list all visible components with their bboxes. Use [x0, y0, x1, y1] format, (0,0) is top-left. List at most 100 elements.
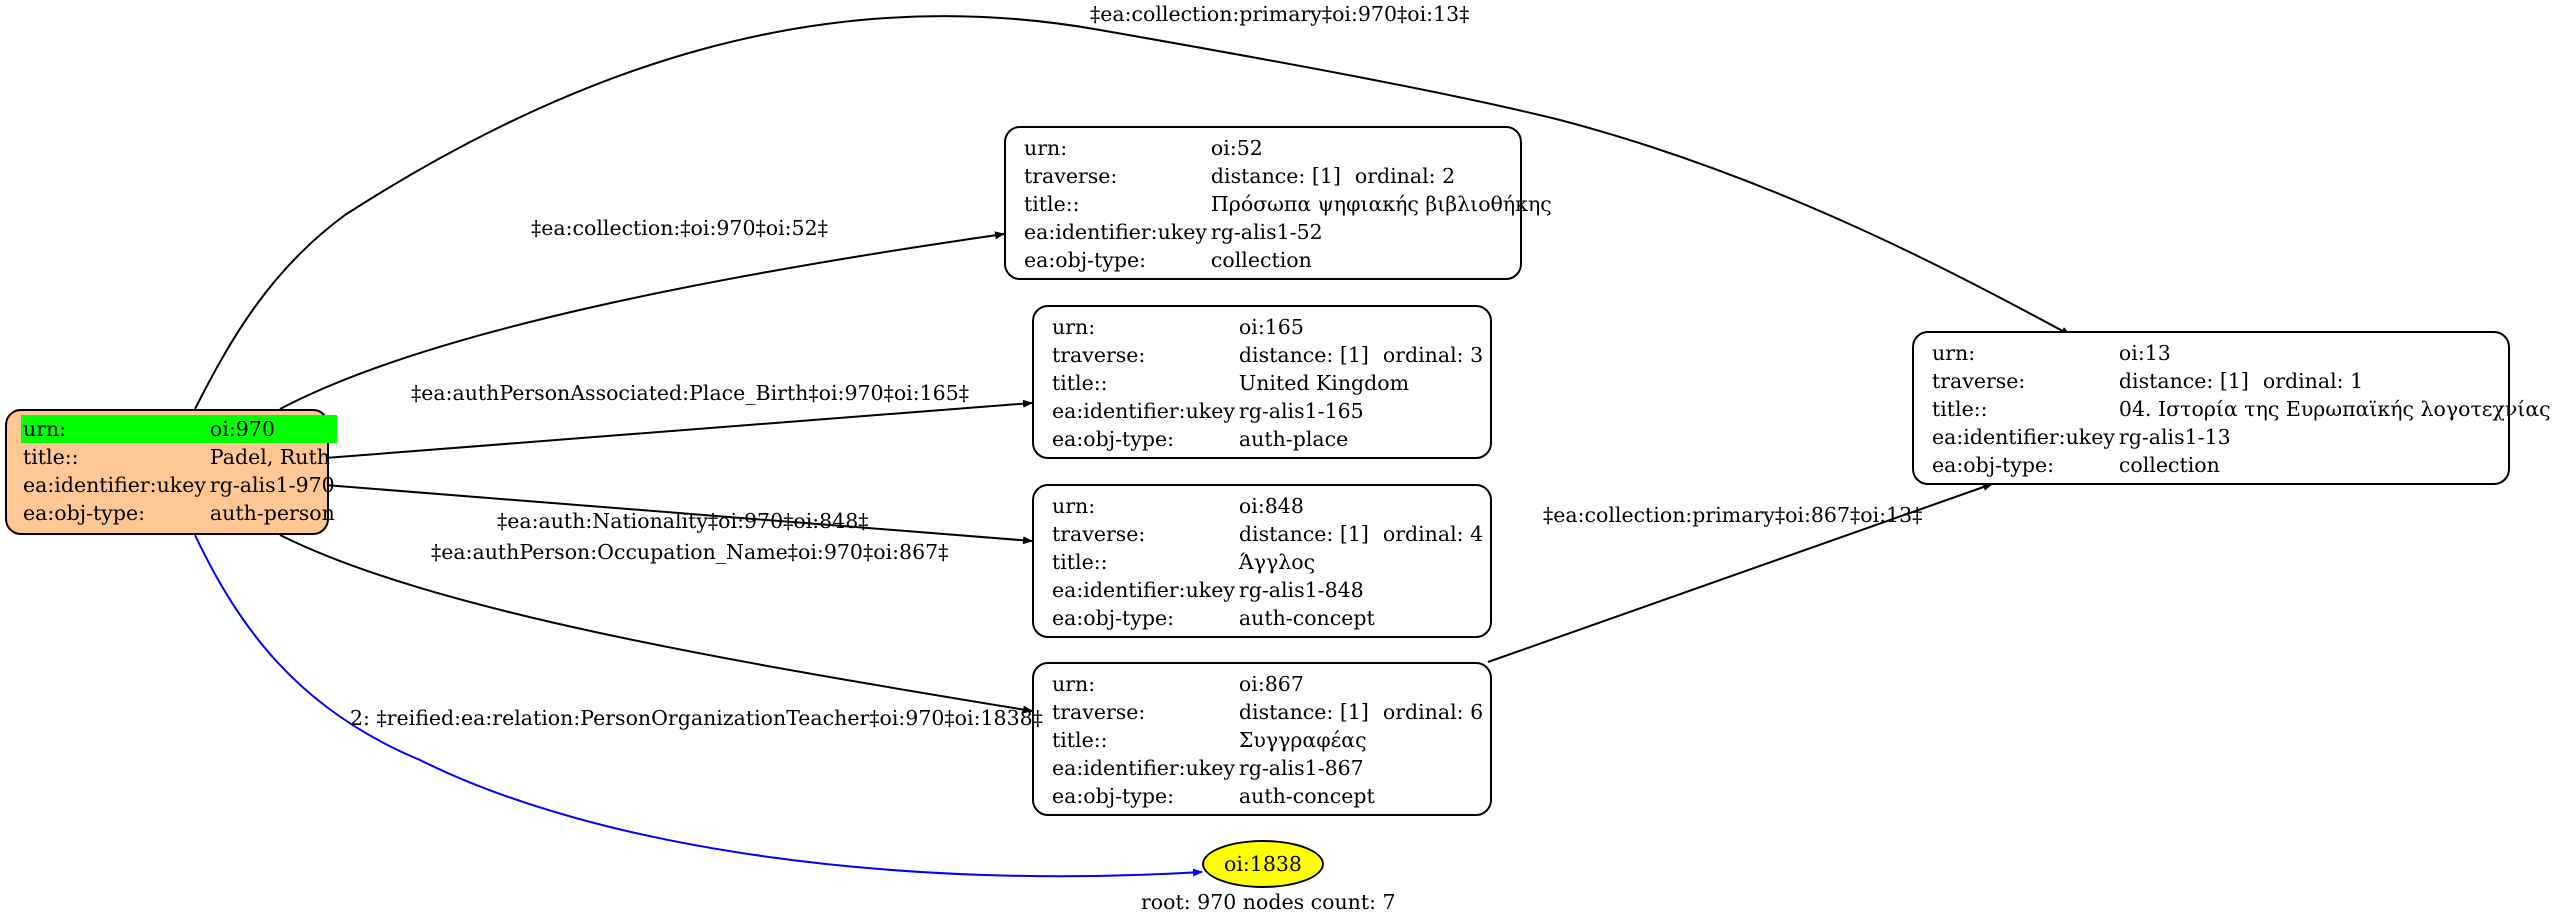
edge-root-to-oi-165: [324, 399, 1033, 459]
node-oi-867-table: urn: oi:867 traverse: distance: [1] ordinal…: [1050, 670, 1485, 810]
node-row-title: title:: Padel, Ruth: [21, 443, 337, 471]
node-value-title: Άγγλος: [1238, 550, 1316, 574]
node-row-urn: urn: oi:165: [1050, 313, 1485, 341]
node-key-traverse: traverse:: [1932, 369, 2026, 393]
node-oi-165[interactable]: urn: oi:165 traverse: distance: [1] ordinal…: [1032, 305, 1492, 459]
node-value-type: auth-concept: [1238, 784, 1375, 808]
node-key-ukey: ea:identifier:ukey: [1024, 220, 1207, 244]
graph-summary: root: 970 nodes count: 7: [1141, 890, 1396, 914]
node-distance: distance: [1]: [1238, 522, 1369, 546]
node-value-traverse: distance: [1] ordinal: 4: [1237, 520, 1485, 548]
node-key-traverse: traverse:: [1052, 522, 1146, 546]
node-key-traverse: traverse:: [1052, 343, 1146, 367]
node-distance: distance: [1]: [2118, 369, 2249, 393]
node-row-type: ea:obj-type: auth-person: [21, 499, 337, 527]
node-value-title: Συγγραφέας: [1238, 728, 1367, 752]
node-key-traverse: traverse:: [1052, 700, 1146, 724]
node-value-type: collection: [2118, 453, 2220, 477]
node-row-urn: urn: oi:867: [1050, 670, 1485, 698]
edge-label-collection-primary-867-13: ‡ea:collection:primary‡oi:867‡oi:13‡: [1543, 503, 1923, 527]
node-value-urn: oi:867: [1238, 672, 1304, 696]
node-key-urn: urn:: [1052, 672, 1096, 696]
node-value-ukey: rg-alis1-848: [1238, 578, 1364, 602]
node-oi-848-table: urn: oi:848 traverse: distance: [1] ordinal…: [1050, 492, 1485, 632]
node-key-title: title::: [23, 445, 79, 469]
node-row-title: title::04. Ιστορία της Ευρωπαϊκής λογοτε…: [1930, 395, 2553, 423]
node-oi-1838[interactable]: oi:1838: [1202, 840, 1324, 888]
node-row-type: ea:obj-type:auth-place: [1050, 425, 1485, 453]
edge-label-place-birth-165: ‡ea:authPersonAssociated:Place_Birth‡oi:…: [411, 381, 970, 405]
node-row-traverse: traverse: distance: [1] ordinal: 6: [1050, 698, 1485, 726]
node-value-title: Πρόσωπα ψηφιακής βιβλιοθήκης: [1210, 192, 1552, 216]
node-key-title: title::: [1052, 550, 1108, 574]
node-value-urn: oi:970: [207, 415, 337, 443]
node-key-title: title::: [1052, 371, 1108, 395]
node-key-ukey: ea:identifier:ukey: [1052, 756, 1235, 780]
node-value-traverse: distance: [1] ordinal: 3: [1237, 341, 1485, 369]
node-key-type: ea:obj-type:: [1052, 606, 1174, 630]
node-root-oi-970[interactable]: urn: oi:970 title:: Padel, Ruth ea:ident…: [5, 409, 337, 535]
node-key-ukey: ea:identifier:ukey: [1932, 425, 2115, 449]
edge-label-collection-52: ‡ea:collection:‡oi:970‡oi:52‡: [531, 216, 828, 240]
node-row-type: ea:obj-type: collection: [1022, 246, 1554, 274]
node-value-title: 04. Ιστορία της Ευρωπαϊκής λογοτεχνίας: [2118, 397, 2551, 421]
node-row-type: ea:obj-type:collection: [1930, 451, 2553, 479]
node-key-type: ea:obj-type:: [1024, 248, 1146, 272]
node-key-ukey: ea:identifier:ukey: [1052, 399, 1235, 423]
node-value-urn: oi:13: [2118, 341, 2171, 365]
node-ordinal: ordinal: 1: [2262, 369, 2364, 393]
node-key-ukey: ea:identifier:ukey: [23, 473, 206, 497]
node-oi-13[interactable]: urn: oi:13 traverse: distance: [1] ordinal:…: [1912, 331, 2551, 485]
node-key-type: ea:obj-type:: [23, 501, 145, 525]
node-row-urn: urn: oi:13: [1930, 339, 2553, 367]
node-key-ukey: ea:identifier:ukey: [1052, 578, 1235, 602]
node-value-ukey: rg-alis1-970: [209, 473, 335, 497]
edge-label-reified-teacher-1838: 2: ‡reified:ea:relation:PersonOrganizati…: [350, 706, 1043, 730]
node-value-traverse: distance: [1] ordinal: 6: [1237, 698, 1485, 726]
node-oi-848[interactable]: urn: oi:848 traverse: distance: [1] ordinal…: [1032, 484, 1492, 638]
edge-root-to-oi-867: [279, 534, 1033, 714]
node-row-traverse: traverse: distance: [1] ordinal: 3: [1050, 341, 1485, 369]
node-ordinal: ordinal: 3: [1382, 343, 1484, 367]
node-distance: distance: [1]: [1238, 700, 1369, 724]
node-key-type: ea:obj-type:: [1052, 427, 1174, 451]
node-value-type: auth-concept: [1238, 606, 1375, 630]
node-row-title: title::Άγγλος: [1050, 548, 1485, 576]
node-value-urn: oi:848: [1238, 494, 1304, 518]
node-value-ukey: rg-alis1-13: [2118, 425, 2231, 449]
node-key-title: title::: [1932, 397, 1988, 421]
node-oi-867[interactable]: urn: oi:867 traverse: distance: [1] ordinal…: [1032, 662, 1492, 816]
node-row-urn: urn: oi:970: [21, 415, 337, 443]
edge-root-to-oi-1838: [194, 534, 1203, 878]
edge-label-collection-primary-13: ‡ea:collection:primary‡oi:970‡oi:13‡: [1090, 2, 1470, 26]
edge-root-to-oi-52: [279, 231, 1005, 410]
node-key-urn: urn:: [1052, 494, 1096, 518]
node-key-urn: urn:: [21, 415, 208, 443]
node-key-type: ea:obj-type:: [1052, 784, 1174, 808]
node-row-traverse: traverse: distance: [1] ordinal: 4: [1050, 520, 1485, 548]
node-key-title: title::: [1052, 728, 1108, 752]
node-value-type: auth-person: [209, 501, 335, 525]
node-value-ukey: rg-alis1-165: [1238, 399, 1364, 423]
node-value-title: Padel, Ruth: [209, 445, 330, 469]
node-ordinal: ordinal: 4: [1382, 522, 1484, 546]
edge-oi-867-to-oi-13: [1487, 483, 1993, 663]
node-key-title: title::: [1024, 192, 1080, 216]
node-row-ukey: ea:identifier:ukey rg-alis1-970: [21, 471, 337, 499]
node-value-urn: oi:165: [1238, 315, 1304, 339]
node-ordinal: ordinal: 2: [1354, 164, 1456, 188]
node-distance: distance: [1]: [1210, 164, 1341, 188]
node-value-type: collection: [1210, 248, 1312, 272]
node-key-urn: urn:: [1932, 341, 1976, 365]
node-oi-52-table: urn:oi:52 traverse:distance: [1]ordinal:…: [1022, 134, 1554, 274]
edge-label-nationality-848: ‡ea:auth:Nationality‡oi:970‡oi:848‡: [497, 509, 869, 533]
node-ordinal: ordinal: 6: [1382, 700, 1484, 724]
node-oi-52[interactable]: urn:oi:52 traverse:distance: [1]ordinal:…: [1004, 126, 1552, 280]
node-row-title: title::Πρόσωπα ψηφιακής βιβλιοθήκης: [1022, 190, 1554, 218]
node-key-traverse: traverse:: [1024, 164, 1118, 188]
node-key-urn: urn:: [1052, 315, 1096, 339]
node-distance: distance: [1]: [1238, 343, 1369, 367]
